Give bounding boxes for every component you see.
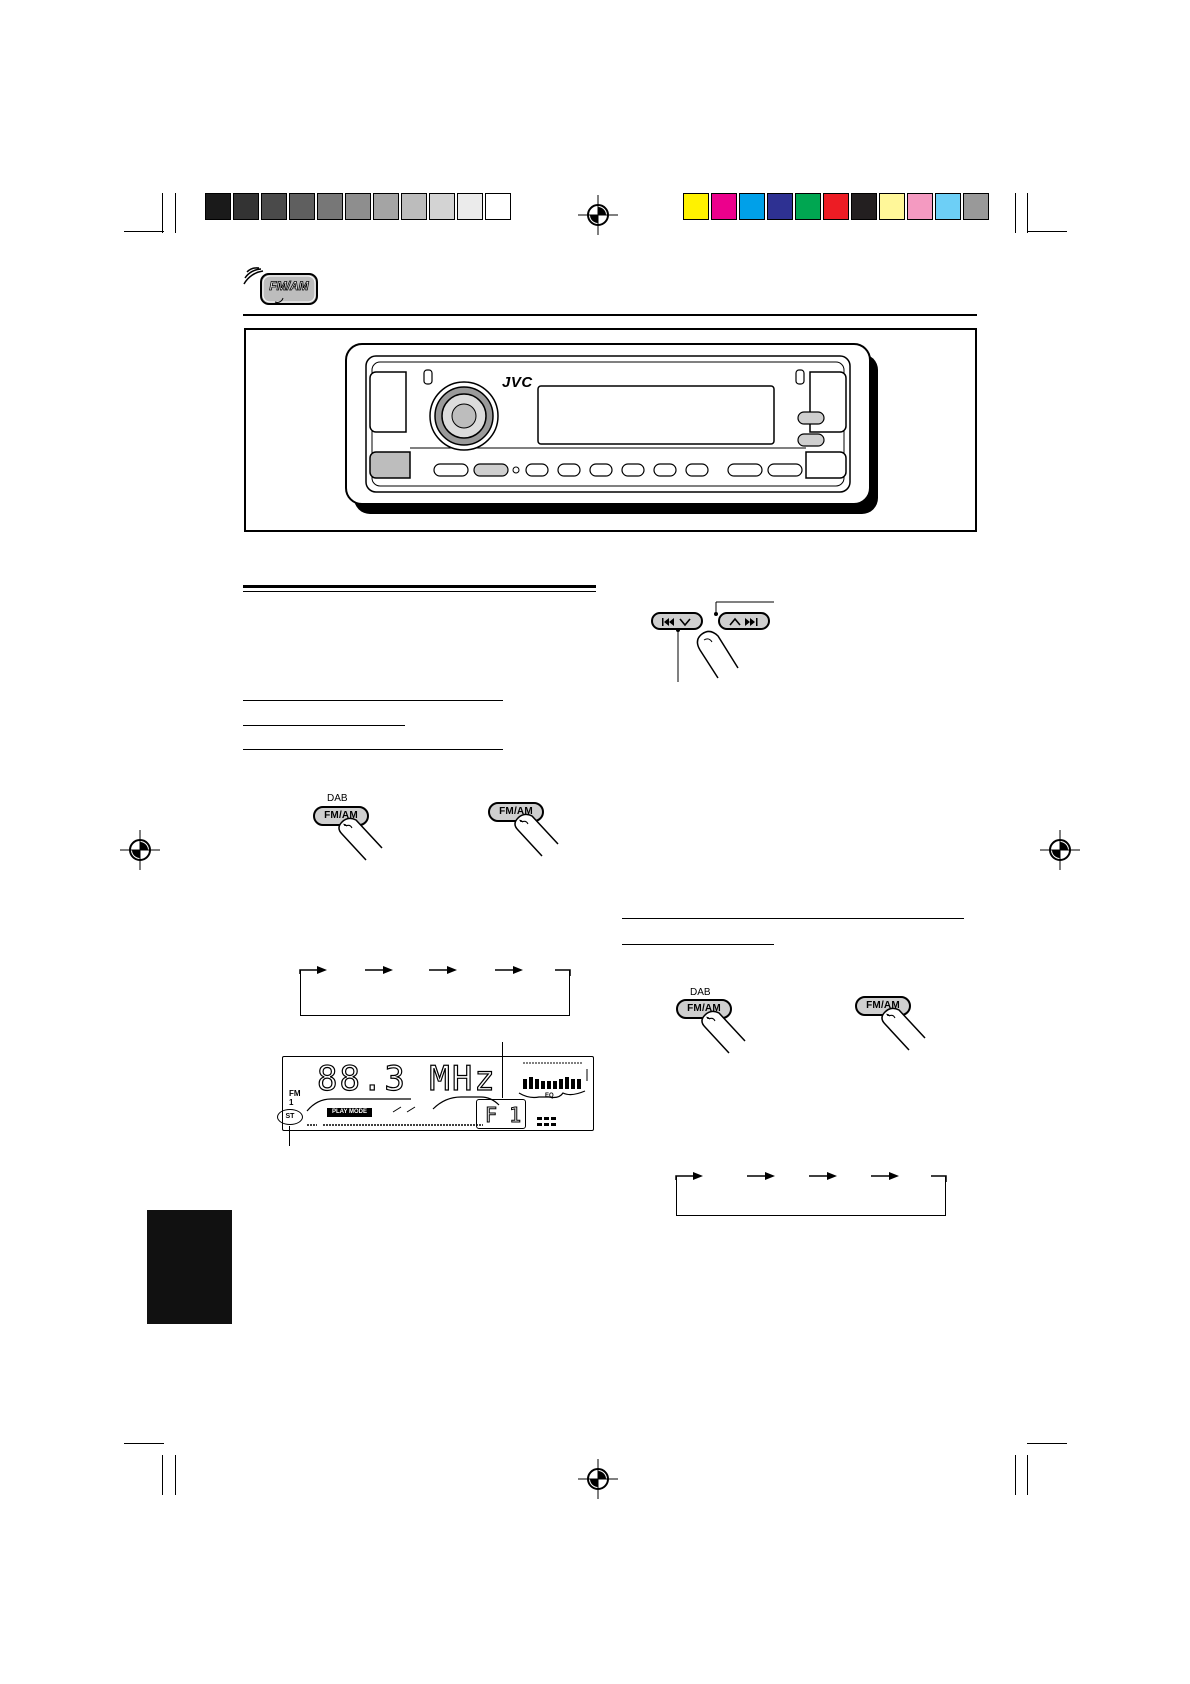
gray-swatch [317,193,343,220]
gray-swatch [429,193,455,220]
color-swatch [907,193,933,220]
pressing-finger-icon [338,817,383,861]
car-receiver-faceplate [345,343,878,514]
color-swatch [935,193,961,220]
color-swatch [739,193,765,220]
color-swatch [879,193,905,220]
underline-rule [243,749,503,750]
pressing-finger-icon [696,630,739,679]
skip-forward-icon [729,617,758,626]
color-swatch [823,193,849,220]
header-rule [243,314,977,316]
seek-down-button[interactable] [651,612,703,630]
color-swatch [711,193,737,220]
lcd-band-number: 1 [289,1098,294,1107]
crop-mark [175,193,176,233]
crop-mark [1015,1455,1016,1495]
registration-mark-icon [1040,830,1080,870]
gray-swatch [457,193,483,220]
callout-line [502,1042,503,1098]
section-tab [147,1210,232,1324]
band-cycle-loop [676,1176,946,1216]
section-rule-thick [243,585,596,588]
gray-swatch [205,193,231,220]
dab-label: DAB [327,793,348,804]
registration-mark-icon [120,830,160,870]
crop-mark [124,1443,164,1444]
color-swatch [683,193,709,220]
crop-mark [162,193,163,233]
callout-line [289,1126,290,1146]
brand-logo: JVC [502,374,533,391]
crop-mark [1015,193,1016,233]
pressing-finger-icon [701,1010,746,1054]
color-swatch [963,193,989,220]
crop-mark [1027,1455,1028,1495]
underline-rule [622,944,774,945]
gray-swatch [373,193,399,220]
crop-mark [1027,1443,1067,1444]
lcd-display: 88.3 MHz FM 1 PLAY MODE EQ F 1 ST [277,1056,594,1131]
band-cycle-loop [300,970,570,1016]
gray-swatch [401,193,427,220]
section-rule-thin [243,591,596,592]
crop-mark [162,1455,163,1495]
crop-mark [124,231,164,232]
lcd-play-mode: PLAY MODE [327,1108,373,1117]
underline-rule [622,918,964,919]
seek-up-button[interactable] [718,612,770,630]
dab-label: DAB [690,987,711,998]
unit-illustration-frame [244,328,977,532]
lcd-frequency: 88.3 MHz [316,1058,497,1099]
skip-back-icon [662,618,691,627]
crop-mark [1027,193,1028,233]
crop-mark [175,1455,176,1495]
registration-mark-icon [578,1459,618,1499]
gray-swatch [261,193,287,220]
band-cycle-arrows [675,1172,947,1182]
color-swatch [767,193,793,220]
gray-swatch [345,193,371,220]
lcd-segment-graphics [306,1062,588,1126]
gray-swatch [233,193,259,220]
underline-rule [243,700,503,701]
lcd-preset-box [476,1099,526,1129]
gray-swatch [485,193,511,220]
lcd-eq-label: EQ [545,1093,554,1099]
color-swatch [795,193,821,220]
underline-rule [243,725,405,726]
lcd-stereo-indicator: ST [277,1109,303,1125]
lcd-band: FM [289,1089,301,1098]
crop-mark [1027,231,1067,232]
lcd-preset: F 1 [484,1103,522,1128]
color-swatch [851,193,877,220]
band-cycle-arrows [299,966,571,976]
fm-am-source-icon-label: FM/AM [269,279,309,294]
pressing-finger-icon [514,813,559,857]
pressing-finger-icon [881,1007,926,1051]
registration-mark-icon [578,195,618,235]
gray-swatch [289,193,315,220]
fm-am-source-icon: FM/AM [243,266,321,308]
